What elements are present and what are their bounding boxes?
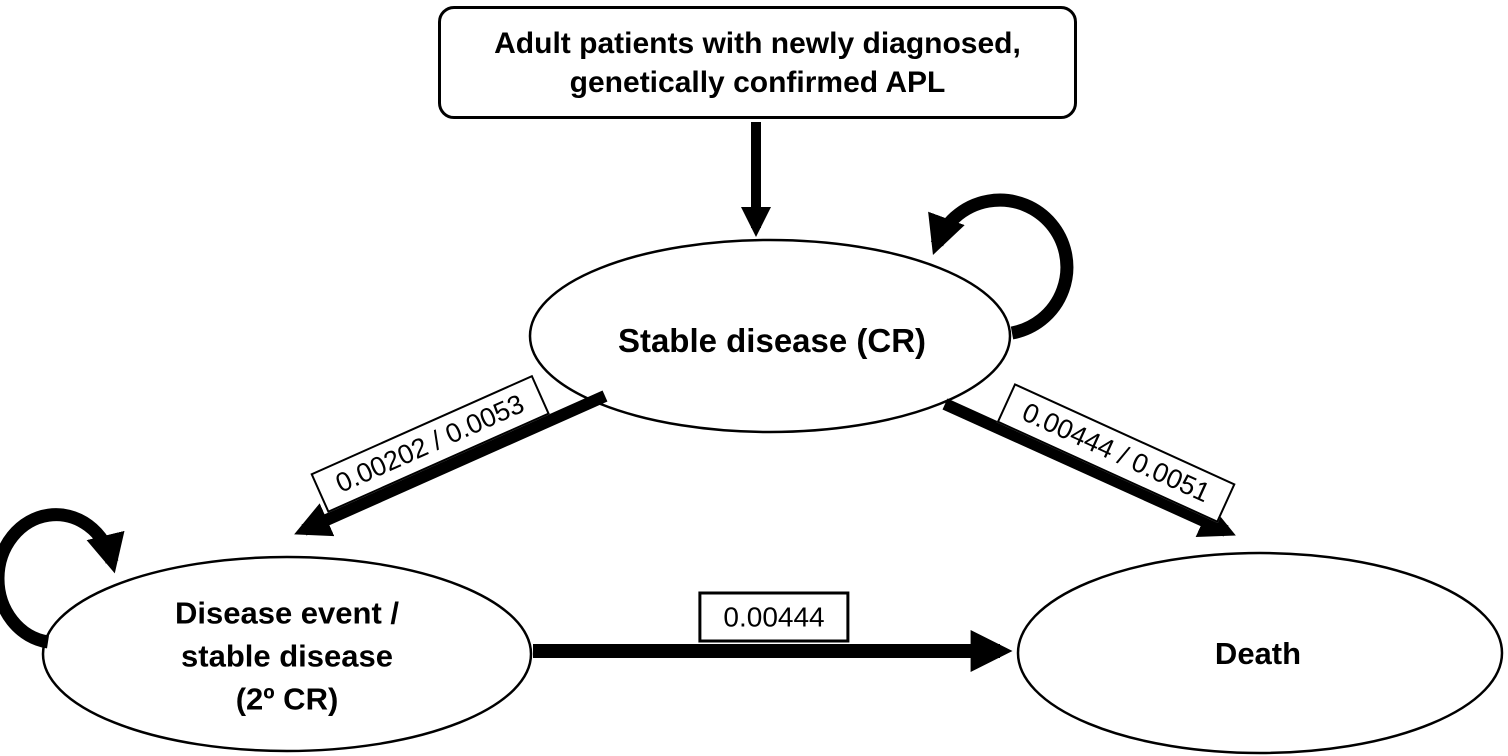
disease-event-label: Disease event / stable disease (2º CR) [175, 592, 399, 721]
stable-disease-label: Stable disease (CR) [617, 322, 927, 359]
stable-to-death-arrow [942, 398, 1236, 538]
entry-population-line1: Adult patients with newly diagnosed, [494, 26, 1021, 60]
entry-population-box: Adult patients with newly diagnosed, gen… [438, 6, 1077, 119]
disease-event-label-line2: stable disease [181, 638, 393, 674]
stable-disease-ellipse [528, 238, 1012, 434]
death-ellipse [1016, 551, 1504, 755]
death-label: Death [1214, 636, 1302, 671]
stable-to-disease-event-arrow [294, 390, 608, 537]
disease-event-ellipse [41, 555, 533, 753]
entry-population-line2: genetically confirmed APL [569, 65, 946, 99]
disease-event-label-line3: (2º CR) [235, 681, 339, 717]
disease-event-label-line1: Disease event / [174, 595, 400, 631]
stable-self-loop-arrow [928, 193, 1074, 340]
disease-event-to-death-probability-box: 0.00444 [698, 591, 850, 643]
disease-event-self-loop-arrow [0, 508, 125, 649]
